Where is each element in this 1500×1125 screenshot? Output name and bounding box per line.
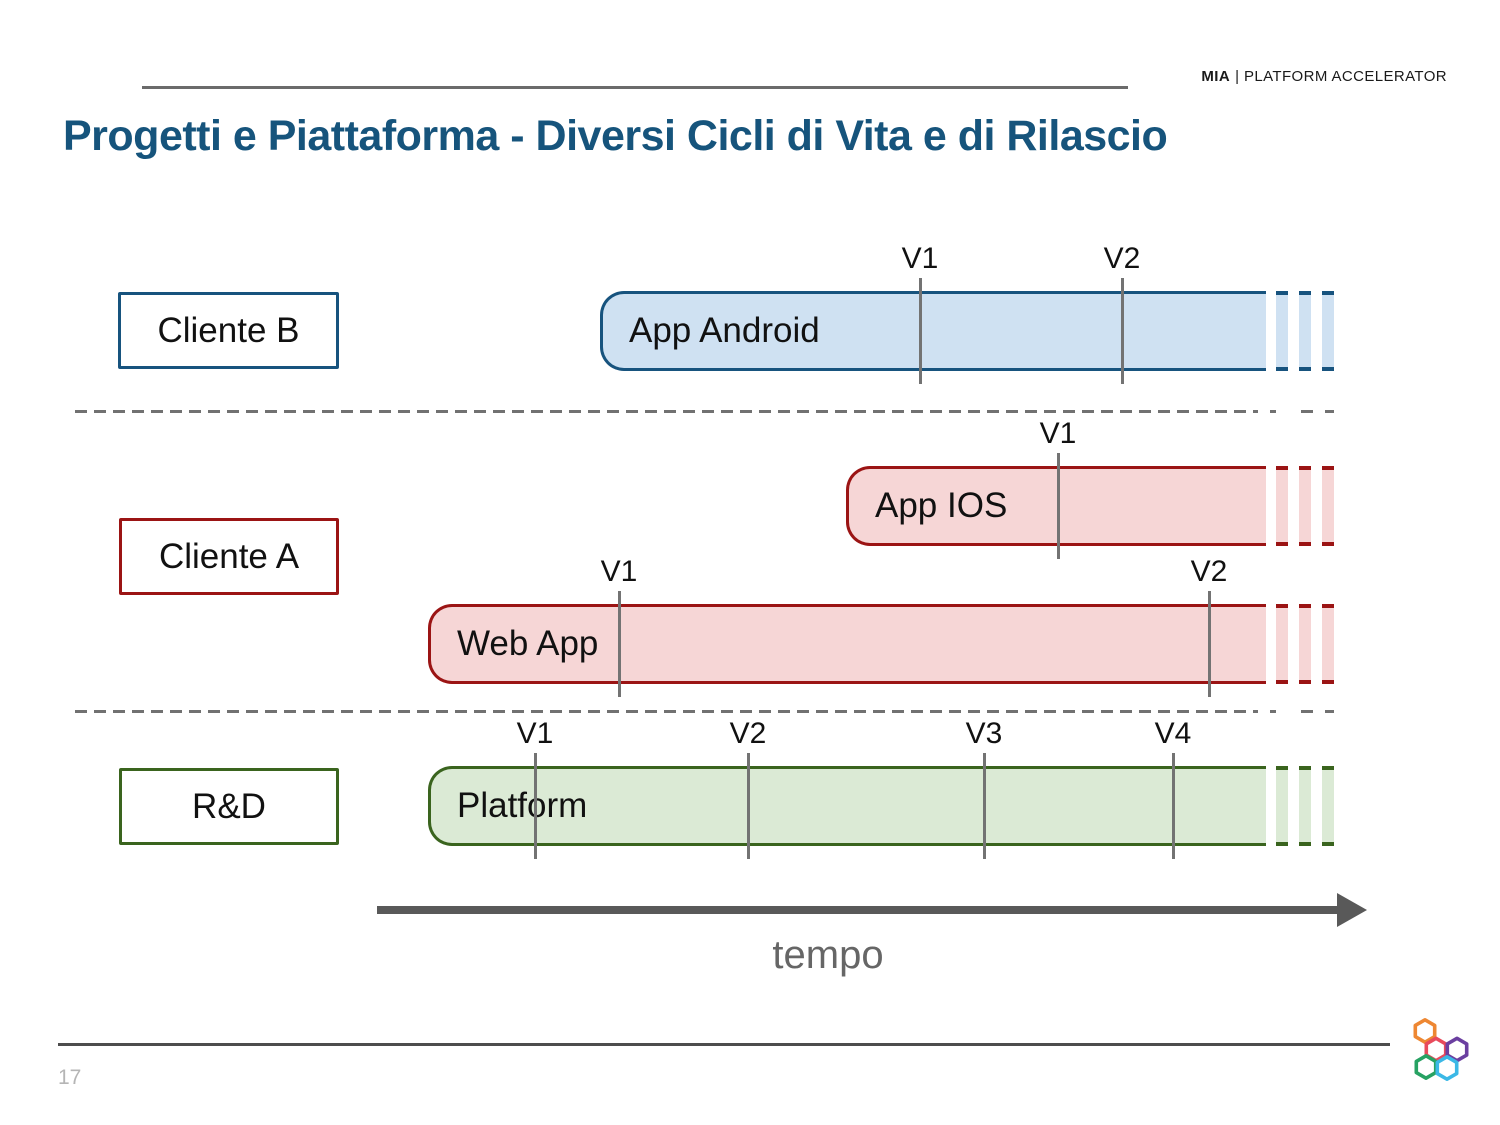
bar-continuation-dash: [1299, 466, 1311, 546]
bar-continuation-dash: [1322, 604, 1334, 684]
bar-continuation-dash: [1299, 291, 1311, 371]
version-marker-label-web-app-v1: V1: [600, 555, 638, 588]
lane-label: R&D: [192, 786, 266, 826]
bar-app-ios: App IOS: [846, 466, 1266, 546]
bar-label: Platform: [457, 786, 588, 825]
lane-separator-dash: [1270, 410, 1276, 413]
version-marker-label-web-app-v2: V2: [1190, 555, 1228, 588]
lane-separator-dash: [1325, 410, 1334, 413]
version-marker-line-platform-v4: [1171, 753, 1175, 859]
version-marker-line-app-android-v2: [1120, 278, 1124, 384]
lane-separator-dash: [1301, 710, 1313, 713]
bar-continuation-dash: [1299, 766, 1311, 846]
lane-label-box-r-d: R&D: [119, 768, 339, 845]
version-marker-line-platform-v2: [746, 753, 750, 859]
bar-continuation-dash: [1299, 604, 1311, 684]
time-arrow-head-icon: [1337, 893, 1367, 927]
header-divider: [142, 86, 1128, 89]
bar-continuation-dash: [1276, 466, 1288, 546]
version-marker-label-platform-v3: V3: [965, 717, 1003, 750]
version-marker-line-app-ios-v1: [1056, 453, 1060, 559]
bar-label: App Android: [629, 311, 820, 350]
version-marker-line-platform-v1: [533, 753, 537, 859]
lane-label-box-cliente-b: Cliente B: [118, 292, 339, 369]
time-arrow-line: [377, 906, 1337, 914]
version-marker-label-app-ios-v1: V1: [1039, 417, 1077, 450]
bar-label: Web App: [457, 624, 599, 663]
version-marker-line-app-android-v1: [918, 278, 922, 384]
version-marker-line-platform-v3: [982, 753, 986, 859]
bar-continuation-dash: [1322, 291, 1334, 371]
lane-separator-dash: [1325, 710, 1334, 713]
bar-continuation-dash: [1276, 291, 1288, 371]
logo-hexagon: [1435, 1054, 1459, 1081]
bar-continuation-dash: [1276, 604, 1288, 684]
brand: MIA| PLATFORM ACCELERATOR: [1201, 68, 1447, 85]
version-marker-label-platform-v1: V1: [516, 717, 554, 750]
lane-separator-dash: [1270, 710, 1276, 713]
bar-label: App IOS: [875, 486, 1008, 525]
time-axis-label: tempo: [772, 933, 884, 977]
logo-hexagon: [1413, 1018, 1437, 1045]
version-marker-label-app-android-v2: V2: [1103, 242, 1141, 275]
version-marker-label-platform-v2: V2: [729, 717, 767, 750]
lane-separator: [75, 410, 1258, 413]
version-marker-label-platform-v4: V4: [1154, 717, 1192, 750]
lane-separator: [75, 710, 1258, 713]
lane-label: Cliente B: [157, 310, 300, 350]
brand-tagline: | PLATFORM ACCELERATOR: [1235, 68, 1447, 85]
bar-web-app: Web App: [428, 604, 1266, 684]
logo-hexagon: [1414, 1053, 1438, 1080]
footer-divider: [58, 1043, 1390, 1046]
bar-continuation-dash: [1276, 766, 1288, 846]
page-title: Progetti e Piattaforma - Diversi Cicli d…: [63, 112, 1168, 160]
page-number: 17: [58, 1066, 82, 1089]
mia-hexagon-logo-icon: [1413, 1018, 1469, 1081]
lane-separator-dash: [1301, 410, 1313, 413]
lane-label: Cliente A: [158, 536, 300, 576]
version-marker-line-web-app-v2: [1207, 591, 1211, 697]
bar-continuation-dash: [1322, 766, 1334, 846]
bar-continuation-dash: [1322, 466, 1334, 546]
bar-platform: Platform: [428, 766, 1266, 846]
bar-app-android: App Android: [600, 291, 1266, 371]
lane-label-box-cliente-a: Cliente A: [119, 518, 339, 595]
version-marker-label-app-android-v1: V1: [901, 242, 939, 275]
version-marker-line-web-app-v1: [617, 591, 621, 697]
brand-name: MIA: [1201, 68, 1231, 85]
